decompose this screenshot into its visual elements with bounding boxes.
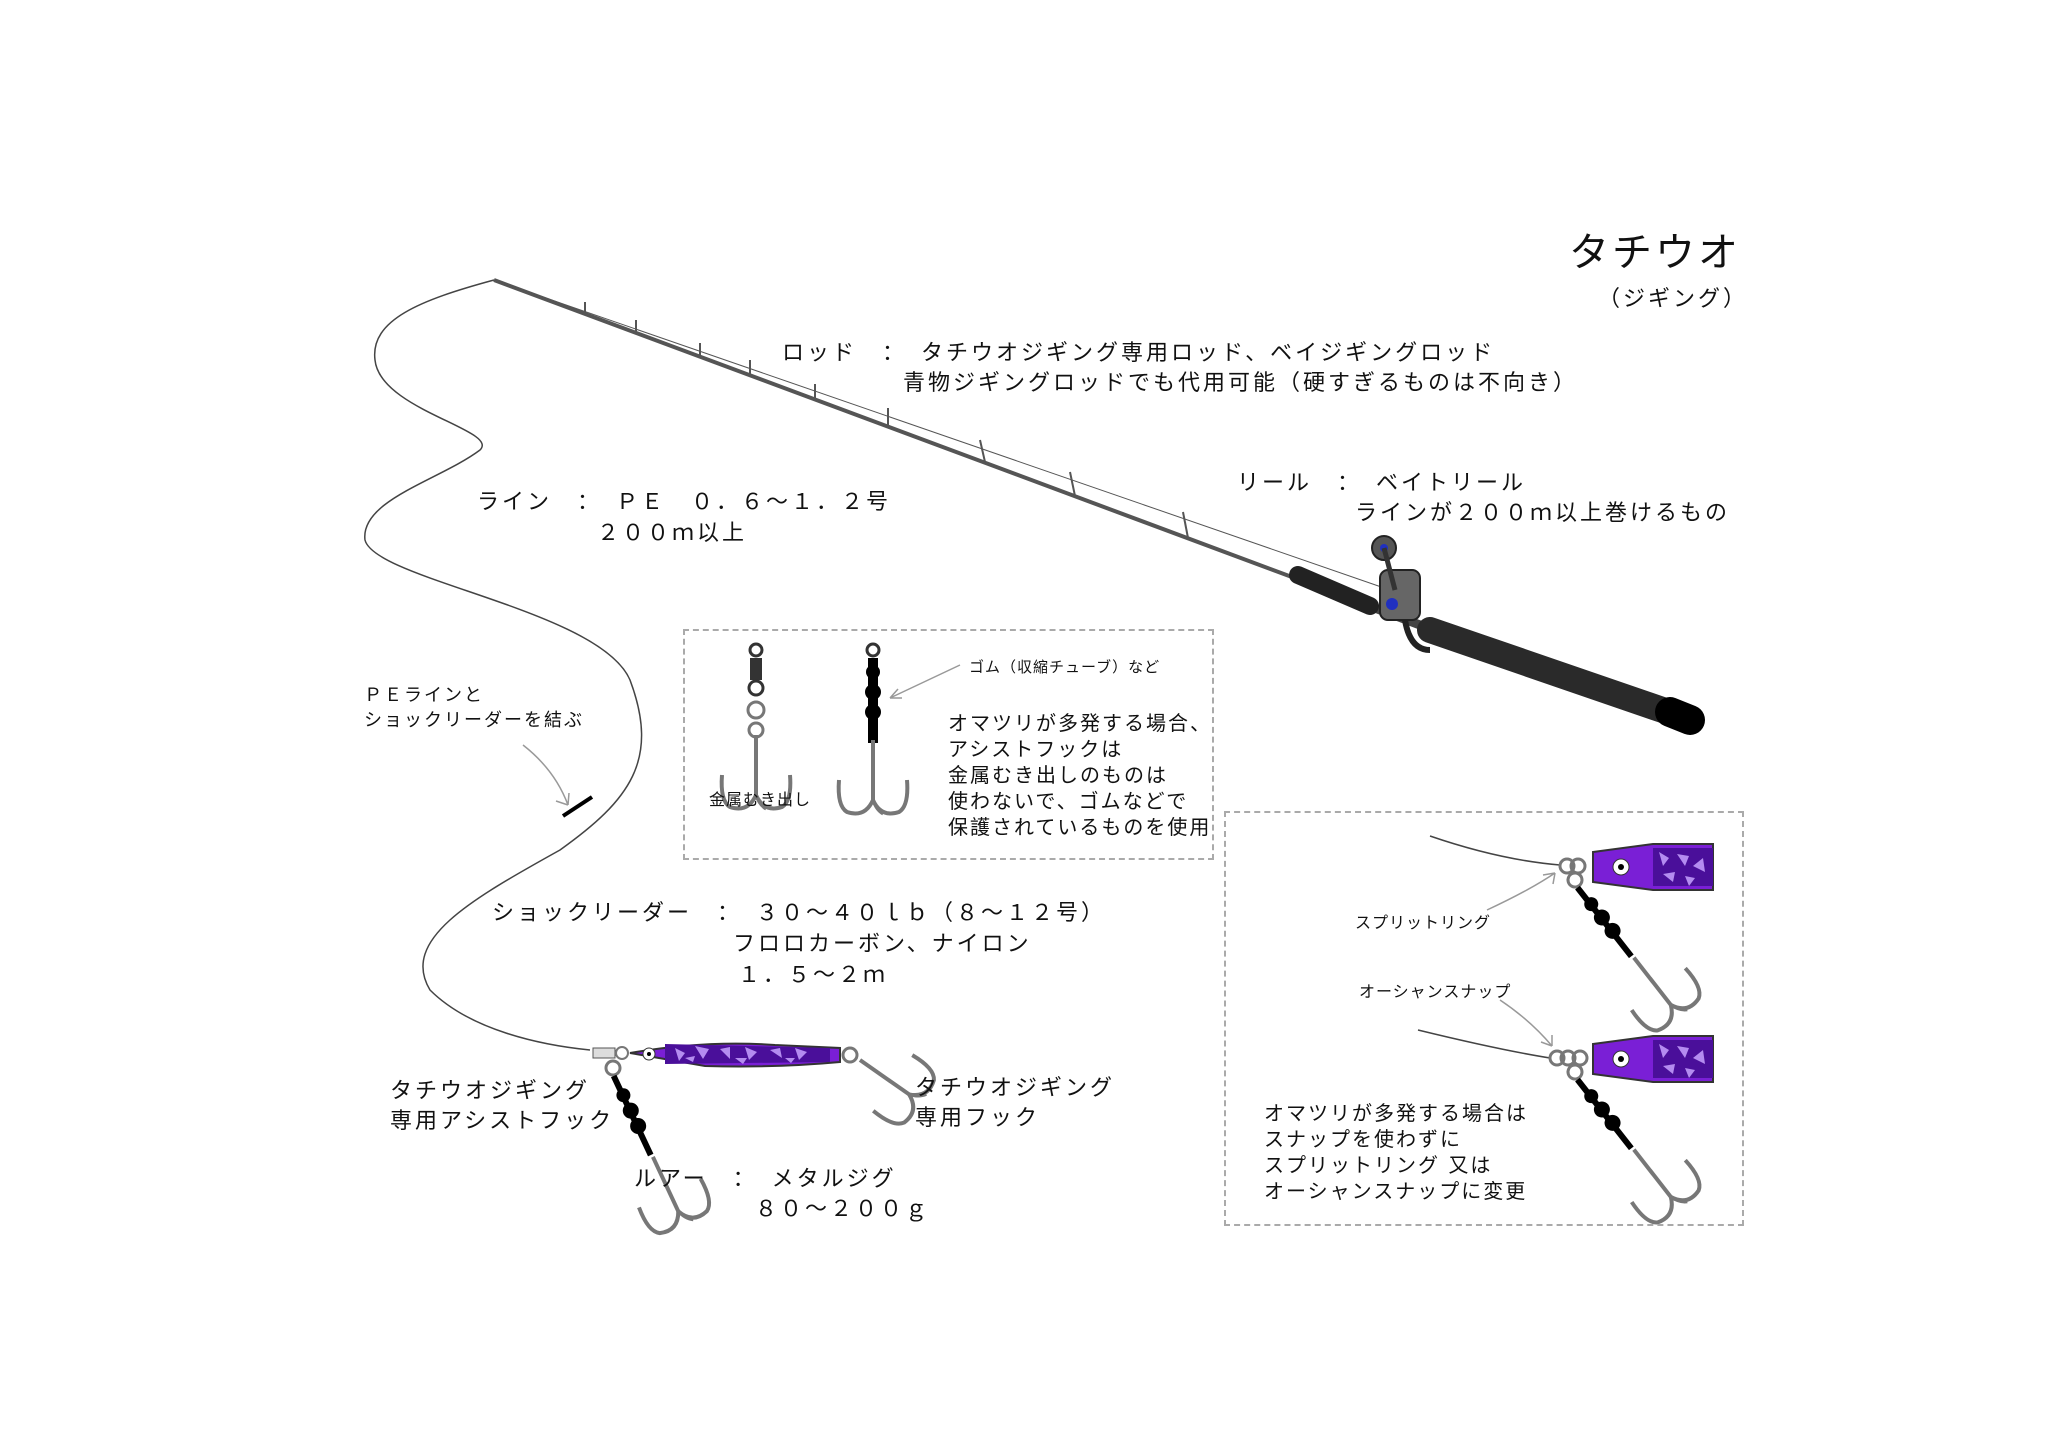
leader-material: フロロカーボン、ナイロン [733, 932, 1032, 957]
split-ring-rig [1429, 835, 1714, 1047]
rubber-label: ゴム（収縮チューブ）など [969, 658, 1161, 676]
reel [1371, 535, 1421, 621]
line-note: ２００ｍ以上 [597, 521, 748, 546]
metal-jig [592, 1029, 943, 1241]
reel-label: リール ： ベイトリール [1237, 471, 1527, 496]
bare-metal-label: 金属むき出し [709, 790, 812, 809]
ocean-snap-rig [1417, 999, 1714, 1239]
knot-note: ショックリーダーを結ぶ [364, 710, 584, 731]
page-subtitle: （ジギング） [1598, 287, 1749, 312]
snap-note: オマツリが多発する場合は スナップを使わずに スプリットリング 又は オーシャン… [1264, 1101, 1528, 1203]
knot-label: ＰＥラインと [364, 685, 484, 706]
ocean-snap-label: オーシャンスナップ [1359, 982, 1512, 1001]
tail-hook-label-2: 専用フック [915, 1106, 1041, 1131]
bare-metal-assist-hook [719, 642, 793, 811]
rod-note: 青物ジギングロッドでも代用可能（硬すぎるものは不向き） [903, 371, 1579, 396]
assist-hook-note: オマツリが多発する場合、 アシストフックは 金属むき出しのものは 使わないで、ゴ… [948, 711, 1212, 839]
tail-hook-label: タチウオジギング [915, 1076, 1116, 1101]
lure-label: ルアー ： メタルジグ [634, 1167, 897, 1192]
line-label: ライン ： ＰＥ ０．６～１．２号 [477, 490, 892, 515]
snap-note-box [1224, 811, 1744, 1226]
leader-length: １．５～２ｍ [738, 963, 889, 988]
reel-note: ラインが２００ｍ以上巻けるもの [1355, 501, 1731, 526]
fishing-line [364, 279, 643, 1051]
assist-hook-note-box [683, 629, 1214, 860]
lure-weight: ８０～２００ｇ [755, 1197, 931, 1222]
assist-hook-label: タチウオジギング [390, 1079, 591, 1104]
knot-mark [561, 795, 594, 818]
rod-label: ロッド ： タチウオジギング専用ロッド、ベイジギングロッド [782, 341, 1496, 366]
rubber-covered-assist-hook [836, 642, 910, 816]
leader-label: ショックリーダー ： ３０～４０ｌｂ（８～１２号） [492, 901, 1107, 926]
assist-hook-label-2: 専用アシストフック [390, 1109, 615, 1134]
rod [493, 278, 1705, 735]
split-ring-label: スプリットリング [1355, 913, 1492, 932]
page-title: タチウオ [1569, 230, 1741, 276]
